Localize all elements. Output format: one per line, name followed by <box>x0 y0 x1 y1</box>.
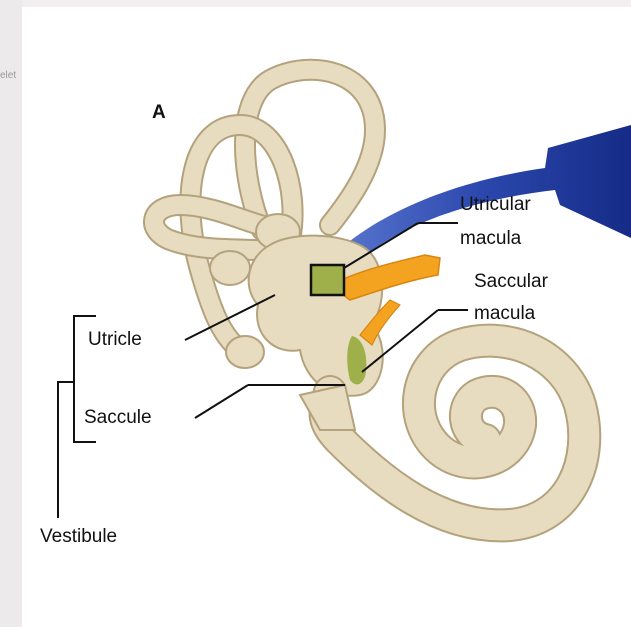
label-utricular-macula: macula <box>460 227 521 251</box>
ampulla <box>226 336 264 368</box>
label-utricle: Utricle <box>88 328 142 352</box>
cochlea-base <box>300 385 355 430</box>
label-saccular: Saccular <box>474 270 548 294</box>
bony-labyrinth <box>154 70 584 526</box>
utricular-macula-region <box>311 265 344 295</box>
label-vestibule: Vestibule <box>40 525 117 549</box>
label-saccule: Saccule <box>84 406 152 430</box>
panel-letter: A <box>152 102 166 124</box>
ampulla <box>210 251 250 285</box>
label-utricular: Utricular <box>460 193 531 217</box>
label-saccular-macula: macula <box>474 302 535 326</box>
